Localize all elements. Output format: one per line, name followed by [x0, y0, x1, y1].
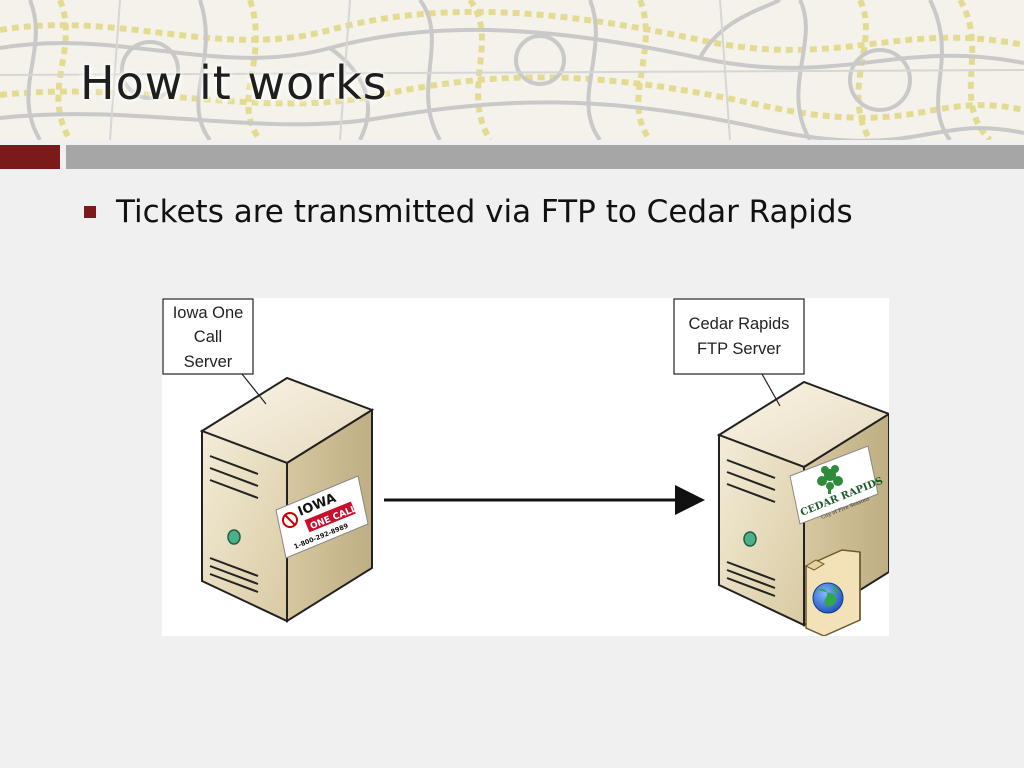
slide-title: How it works — [80, 56, 388, 110]
power-led-icon — [743, 531, 757, 547]
callout-line-1: Cedar Rapids — [689, 315, 790, 333]
iowa-one-call-server: IOWA ONE CALL 1-800-292-8989 — [199, 376, 375, 623]
cedar-rapids-ftp-server: CEDAR RAPIDS City of Five Seasons — [716, 380, 889, 636]
callout-line-1: Iowa One — [173, 304, 244, 322]
drive-bay-icon — [209, 455, 259, 593]
header-map-banner: How it works — [0, 0, 1024, 140]
callout-leader — [241, 373, 267, 405]
bullet-item: Tickets are transmitted via FTP to Cedar… — [84, 194, 853, 230]
globe-icon — [812, 582, 844, 614]
power-led-icon — [227, 529, 241, 545]
tree-logo-icon — [817, 465, 843, 494]
bullet-text: Tickets are transmitted via FTP to Cedar… — [116, 194, 853, 230]
bullet-square-icon — [84, 206, 96, 218]
divider-bar — [66, 145, 1024, 169]
callout-leader — [761, 373, 781, 407]
callout-iowa-one-call: Iowa One Call Server — [162, 298, 254, 375]
callout-line-3: Server — [184, 353, 233, 371]
drive-bay-icon — [726, 459, 776, 597]
network-diagram: IOWA ONE CALL 1-800-292-8989 Iowa One Ca… — [162, 298, 889, 636]
iowa-one-call-sticker: IOWA ONE CALL 1-800-292-8989 — [275, 475, 369, 559]
accent-bar — [0, 145, 60, 169]
callout-line-2: FTP Server — [697, 340, 782, 358]
callout-line-2: Call — [194, 328, 222, 346]
callout-cedar-rapids-ftp: Cedar Rapids FTP Server — [673, 298, 805, 375]
map-background — [0, 0, 1024, 140]
